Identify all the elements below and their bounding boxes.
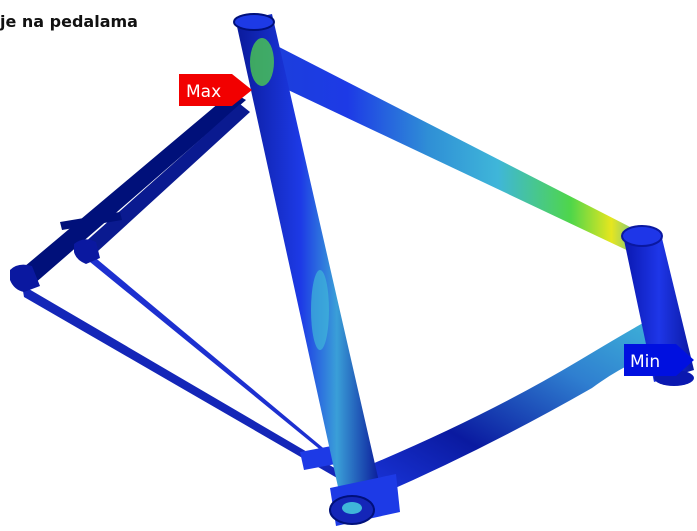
rear-dropouts <box>10 239 100 292</box>
seat-tube-stress-zone <box>311 270 329 350</box>
min-stress-label: Min <box>624 344 694 376</box>
seat-tube-top-cap <box>233 13 275 31</box>
min-label-text: Min <box>630 352 660 372</box>
analysis-title: je na pedalama <box>0 12 138 31</box>
head-tube <box>621 225 694 386</box>
seat-tube-top-stress-zone <box>250 38 274 86</box>
top-tube <box>246 30 652 262</box>
seat-stays <box>18 92 250 284</box>
bottom-bracket <box>329 474 400 526</box>
down-tube <box>348 318 664 500</box>
max-label-text: Max <box>186 82 221 102</box>
seat-tube <box>236 14 380 496</box>
max-stress-label: Max <box>179 74 252 106</box>
